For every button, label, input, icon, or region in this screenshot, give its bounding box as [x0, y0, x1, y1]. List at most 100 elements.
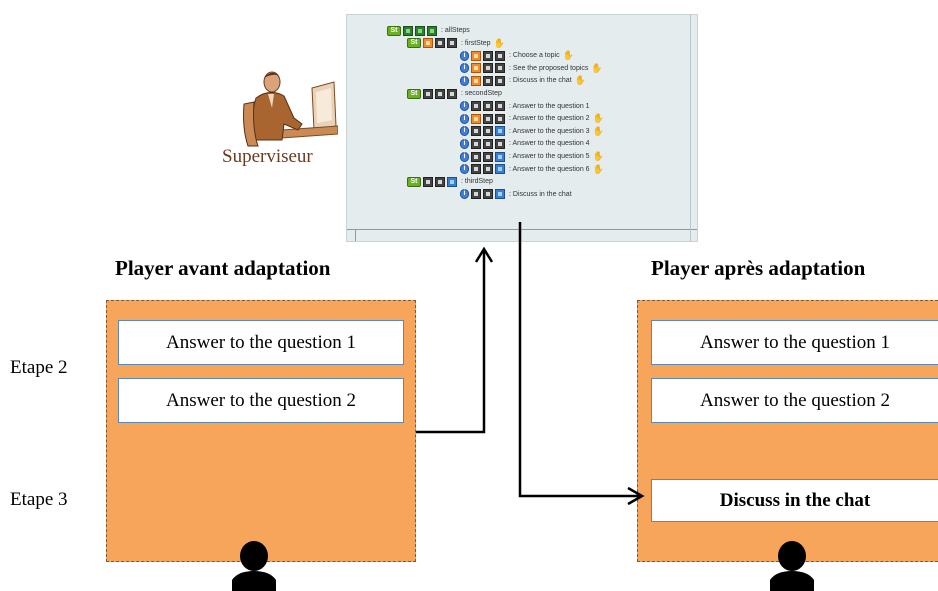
tree-row[interactable]: i: Answer to the question 1	[460, 101, 590, 112]
tree-row[interactable]: i : Choose a topic✋	[460, 50, 574, 61]
state-square-icon[interactable]	[423, 88, 433, 99]
right-answer-q1-button[interactable]: Answer to the question 1	[651, 320, 938, 365]
tree-row-label: : Answer to the question 1	[509, 102, 590, 110]
tree-row[interactable]: i : See the proposed topics✋	[460, 63, 603, 74]
left-player-avatar	[232, 541, 276, 591]
state-square-icon[interactable]	[483, 164, 493, 175]
state-square-icon[interactable]	[483, 151, 493, 162]
state-square-icon[interactable]	[495, 63, 505, 74]
tree-row[interactable]: St: thirdStep	[407, 176, 493, 187]
tree-row[interactable]: i: Answer to the question 4	[460, 138, 590, 149]
state-square-icon[interactable]	[471, 75, 481, 86]
left-answer-q2-button[interactable]: Answer to the question 2	[118, 378, 404, 423]
tree-row-label: : Choose a topic	[509, 52, 560, 60]
left-player-box: Answer to the question 1 Answer to the q…	[106, 300, 416, 562]
state-square-icon[interactable]	[435, 88, 445, 99]
state-square-icon[interactable]	[447, 88, 457, 99]
tree-row-label: : Discuss in the chat	[509, 77, 572, 85]
state-square-icon[interactable]	[423, 38, 433, 49]
state-square-icon[interactable]	[483, 113, 493, 124]
state-square-icon[interactable]	[495, 113, 505, 124]
state-square-icon[interactable]	[495, 151, 505, 162]
state-square-icon[interactable]	[483, 63, 493, 74]
state-square-icon[interactable]	[483, 50, 493, 61]
state-square-icon[interactable]	[495, 164, 505, 175]
tree-row-label: : Answer to the question 4	[509, 140, 590, 148]
info-badge-icon: i	[460, 50, 469, 61]
state-square-icon[interactable]	[423, 176, 433, 187]
tree-row-label: : Answer to the question 6	[509, 165, 590, 173]
left-answer-q1-button[interactable]: Answer to the question 1	[118, 320, 404, 365]
state-square-icon[interactable]	[471, 113, 481, 124]
tree-row[interactable]: St : secondStep	[407, 88, 502, 99]
tree-row[interactable]: i: Answer to the question 6✋	[460, 164, 604, 175]
state-square-icon[interactable]	[447, 176, 457, 187]
supervisor-label: Superviseur	[222, 146, 313, 167]
hand-cursor-icon[interactable]: ✋	[592, 113, 604, 124]
panel-frame-right	[690, 15, 691, 241]
hand-cursor-icon[interactable]: ✋	[591, 62, 603, 73]
state-square-icon[interactable]	[495, 138, 505, 149]
state-square-icon[interactable]	[495, 101, 505, 112]
step-badge-icon: St	[387, 25, 401, 36]
arrow-to-supervisor	[416, 250, 486, 434]
state-square-icon[interactable]	[471, 63, 481, 74]
tree-row[interactable]: i: Answer to the question 2✋	[460, 113, 604, 124]
state-square-icon[interactable]	[471, 151, 481, 162]
panel-frame-left	[355, 229, 356, 241]
right-discuss-chat-button[interactable]: Discuss in the chat	[651, 479, 938, 522]
hand-cursor-icon[interactable]: ✋	[592, 163, 604, 174]
state-square-icon[interactable]	[471, 189, 481, 200]
info-badge-icon: i	[460, 126, 469, 137]
state-square-icon[interactable]	[483, 101, 493, 112]
info-badge-icon: i	[460, 151, 469, 162]
info-badge-icon: i	[460, 63, 469, 74]
state-square-icon[interactable]	[483, 189, 493, 200]
state-square-icon[interactable]	[471, 138, 481, 149]
state-square-icon[interactable]	[471, 50, 481, 61]
state-square-icon[interactable]	[495, 75, 505, 86]
state-square-icon[interactable]	[471, 126, 481, 137]
state-square-icon[interactable]	[471, 164, 481, 175]
info-badge-icon: i	[460, 189, 469, 200]
state-square-icon[interactable]	[495, 50, 505, 61]
tree-row[interactable]: i : Discuss in the chat	[460, 189, 572, 200]
state-square-icon[interactable]	[435, 38, 445, 49]
state-square-icon[interactable]	[403, 25, 413, 36]
state-square-icon[interactable]	[483, 126, 493, 137]
arrow-to-supervisor-head	[474, 246, 494, 263]
state-square-icon[interactable]	[415, 25, 425, 36]
right-answer-q2-button[interactable]: Answer to the question 2	[651, 378, 938, 423]
state-square-icon[interactable]	[447, 38, 457, 49]
hand-cursor-icon[interactable]: ✋	[592, 125, 604, 136]
tree-row[interactable]: i : Discuss in the chat✋	[460, 75, 586, 86]
left-player-title: Player avant adaptation	[115, 256, 331, 280]
arrow-to-right-player-head	[627, 486, 645, 506]
state-square-icon[interactable]	[495, 189, 505, 200]
state-square-icon[interactable]	[495, 126, 505, 137]
hand-cursor-icon[interactable]: ✋	[493, 37, 505, 48]
tree-row-label: : allSteps	[441, 27, 470, 34]
right-player-title: Player après adaptation	[651, 256, 866, 280]
tree-row[interactable]: St: firstStep✋	[407, 38, 505, 49]
hand-cursor-icon[interactable]: ✋	[592, 151, 604, 161]
state-square-icon[interactable]	[483, 138, 493, 149]
hand-cursor-icon[interactable]: ✋	[574, 75, 586, 86]
tree-row-label: : firstStep	[461, 39, 491, 47]
state-square-icon[interactable]	[435, 176, 445, 187]
state-square-icon[interactable]	[471, 101, 481, 112]
tree-row-label: : See the proposed topics	[509, 64, 589, 72]
tree-row[interactable]: i : Answer to the question 5✋	[460, 151, 604, 162]
tree-row-label: : secondStep	[461, 90, 502, 97]
tree-row-label: : thirdStep	[461, 178, 493, 186]
tree-row[interactable]: St : allSteps	[387, 25, 470, 36]
hand-cursor-icon[interactable]: ✋	[562, 50, 574, 61]
state-square-icon[interactable]	[483, 75, 493, 86]
state-square-icon[interactable]	[427, 25, 437, 36]
tree-row-label: : Discuss in the chat	[509, 190, 572, 198]
info-badge-icon: i	[460, 75, 469, 86]
tree-row-label: : Answer to the question 5	[509, 153, 590, 160]
tree-row[interactable]: i: Answer to the question 3✋	[460, 126, 604, 137]
step-badge-icon: St	[407, 88, 421, 99]
